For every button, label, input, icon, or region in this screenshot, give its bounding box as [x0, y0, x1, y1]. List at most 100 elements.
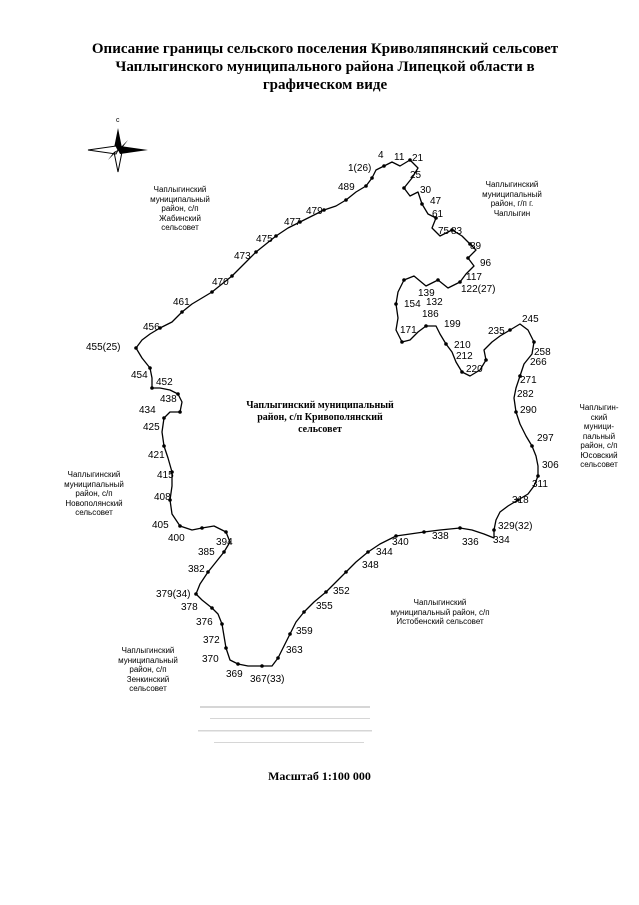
point-label: 376 — [196, 617, 213, 628]
point-label: 425 — [143, 422, 160, 433]
point-label: 96 — [480, 258, 492, 269]
neighbor-line: Чаплыгинский — [485, 180, 539, 189]
point-label: 385 — [198, 547, 215, 558]
neighbor-line: район, с/п — [161, 204, 199, 213]
point-label: 132 — [426, 297, 443, 308]
point-label: 4 — [378, 150, 384, 161]
point-label: 21 — [412, 153, 424, 164]
neighbor-line: пальный — [582, 431, 616, 441]
settlement-label-line: район, с/п Кривополянский — [257, 412, 383, 423]
point-label: 11 — [394, 152, 405, 163]
point-label: 477 — [284, 217, 301, 228]
point-label: 363 — [286, 645, 303, 656]
title-line-3: графическом виде — [262, 77, 388, 93]
point-label: 220 — [466, 364, 483, 375]
north-label: с — [116, 117, 120, 124]
neighbor-line: сельсовет — [580, 460, 618, 469]
point-label: 394 — [216, 537, 233, 548]
neighbor-line: Зенкинский — [126, 674, 170, 684]
point-label: 290 — [520, 405, 537, 416]
point-label: 382 — [188, 564, 205, 575]
point-label: 154 — [404, 299, 421, 310]
scale-label: Масштаб 1:100 000 — [268, 769, 371, 783]
point-label: 367(33) — [250, 674, 284, 685]
point-label: 25 — [410, 170, 422, 181]
point-label: 212 — [456, 351, 473, 362]
point-label: 479 — [306, 206, 323, 217]
point-label: 461 — [173, 297, 190, 308]
compass-rose-icon: с — [87, 117, 148, 173]
neighbor-line: Жабинский — [159, 213, 201, 223]
point-label: 372 — [203, 635, 220, 646]
point-label: 454 — [131, 370, 148, 381]
neighbor-line: Чаплыгинский — [153, 185, 207, 194]
point-label: 370 — [202, 654, 219, 665]
point-label: 30 — [420, 185, 432, 196]
point-label: 344 — [376, 547, 393, 558]
point-label: 329(32) — [498, 521, 532, 532]
neighbor-line: Чаплыгин- — [579, 403, 619, 412]
neighbor-line: сельсовет — [161, 223, 199, 232]
neighbor-line: Истобенский сельсовет — [396, 617, 484, 626]
point-label: 352 — [333, 586, 350, 597]
title-line-1: Описание границы сельского поселения Кри… — [91, 41, 559, 57]
neighbor-line: район, г/п г. — [490, 199, 534, 208]
neighbor-line: Чаплыгинский — [413, 598, 467, 607]
point-label: 359 — [296, 626, 313, 637]
point-label: 438 — [160, 394, 177, 405]
neighbor-line: муниципальный — [150, 194, 210, 204]
neighbor-zhabinsky: Чаплыгинский муниципальный район, с/п Жа… — [130, 185, 230, 233]
neighbor-line: муниципальный район, с/п — [390, 607, 490, 617]
neighbor-line: Чаплыгин — [493, 208, 531, 218]
neighbor-line: Чаплыгинский — [67, 470, 121, 479]
point-label: 336 — [462, 537, 479, 548]
point-label: 470 — [212, 277, 229, 288]
neighbor-line: район, с/п — [75, 489, 113, 498]
point-label: 369 — [226, 669, 243, 680]
point-label: 348 — [362, 560, 379, 571]
boundary-vertices — [134, 158, 540, 668]
neighbor-line: Новополянский — [65, 498, 123, 508]
neighbor-line: сельсовет — [129, 684, 167, 693]
point-label: 489 — [338, 182, 355, 193]
neighbor-line: ский — [590, 412, 608, 422]
point-label: 210 — [454, 340, 471, 351]
point-label: 258 — [534, 347, 551, 358]
point-label: 405 — [152, 520, 169, 531]
point-label: 271 — [520, 375, 537, 386]
neighbor-line: муниципальный — [118, 655, 178, 665]
point-label: 139 — [418, 288, 435, 299]
point-label: 122(27) — [461, 284, 495, 295]
neighbor-zenkinsky: Чаплыгинский муниципальный район, с/п Зе… — [98, 646, 198, 694]
point-label: 415 — [157, 470, 174, 481]
settlement-label-line: сельсовет — [298, 424, 342, 435]
neighbor-line: сельсовет — [75, 508, 113, 517]
neighbor-line: муниципальный — [64, 479, 124, 489]
point-label: 282 — [517, 389, 534, 400]
point-label: 318 — [512, 495, 529, 506]
point-label: 475 — [256, 234, 273, 245]
point-label: 266 — [530, 357, 547, 368]
neighbor-line: муниципальный — [482, 189, 542, 199]
point-label: 61 — [432, 209, 444, 220]
neighbor-line: Чаплыгинский — [121, 646, 175, 655]
point-label: 89 — [470, 241, 482, 252]
neighbor-yusovsky: Чаплыгин- ский муници- пальный район, с/… — [568, 403, 630, 470]
point-label: 455(25) — [86, 342, 120, 353]
point-label: 47 — [430, 196, 442, 207]
point-label: 400 — [168, 533, 185, 544]
point-label: 378 — [181, 602, 198, 613]
title-line-2: Чаплыгинского муниципального района Липе… — [115, 59, 535, 75]
neighbor-chaplygin: Чаплыгинский муниципальный район, г/п г.… — [462, 180, 562, 218]
settlement-label-line: Чаплыгинский муниципальный — [246, 400, 394, 411]
point-label: 1(26) — [348, 163, 371, 174]
point-label: 235 — [488, 326, 505, 337]
point-label: 186 — [422, 309, 439, 320]
point-label: 338 — [432, 531, 449, 542]
neighbor-line: Юсовский — [580, 450, 618, 460]
point-label: 245 — [522, 314, 539, 325]
point-label: 473 — [234, 251, 251, 262]
point-label: 75 — [438, 226, 450, 237]
point-label: 434 — [139, 405, 156, 416]
